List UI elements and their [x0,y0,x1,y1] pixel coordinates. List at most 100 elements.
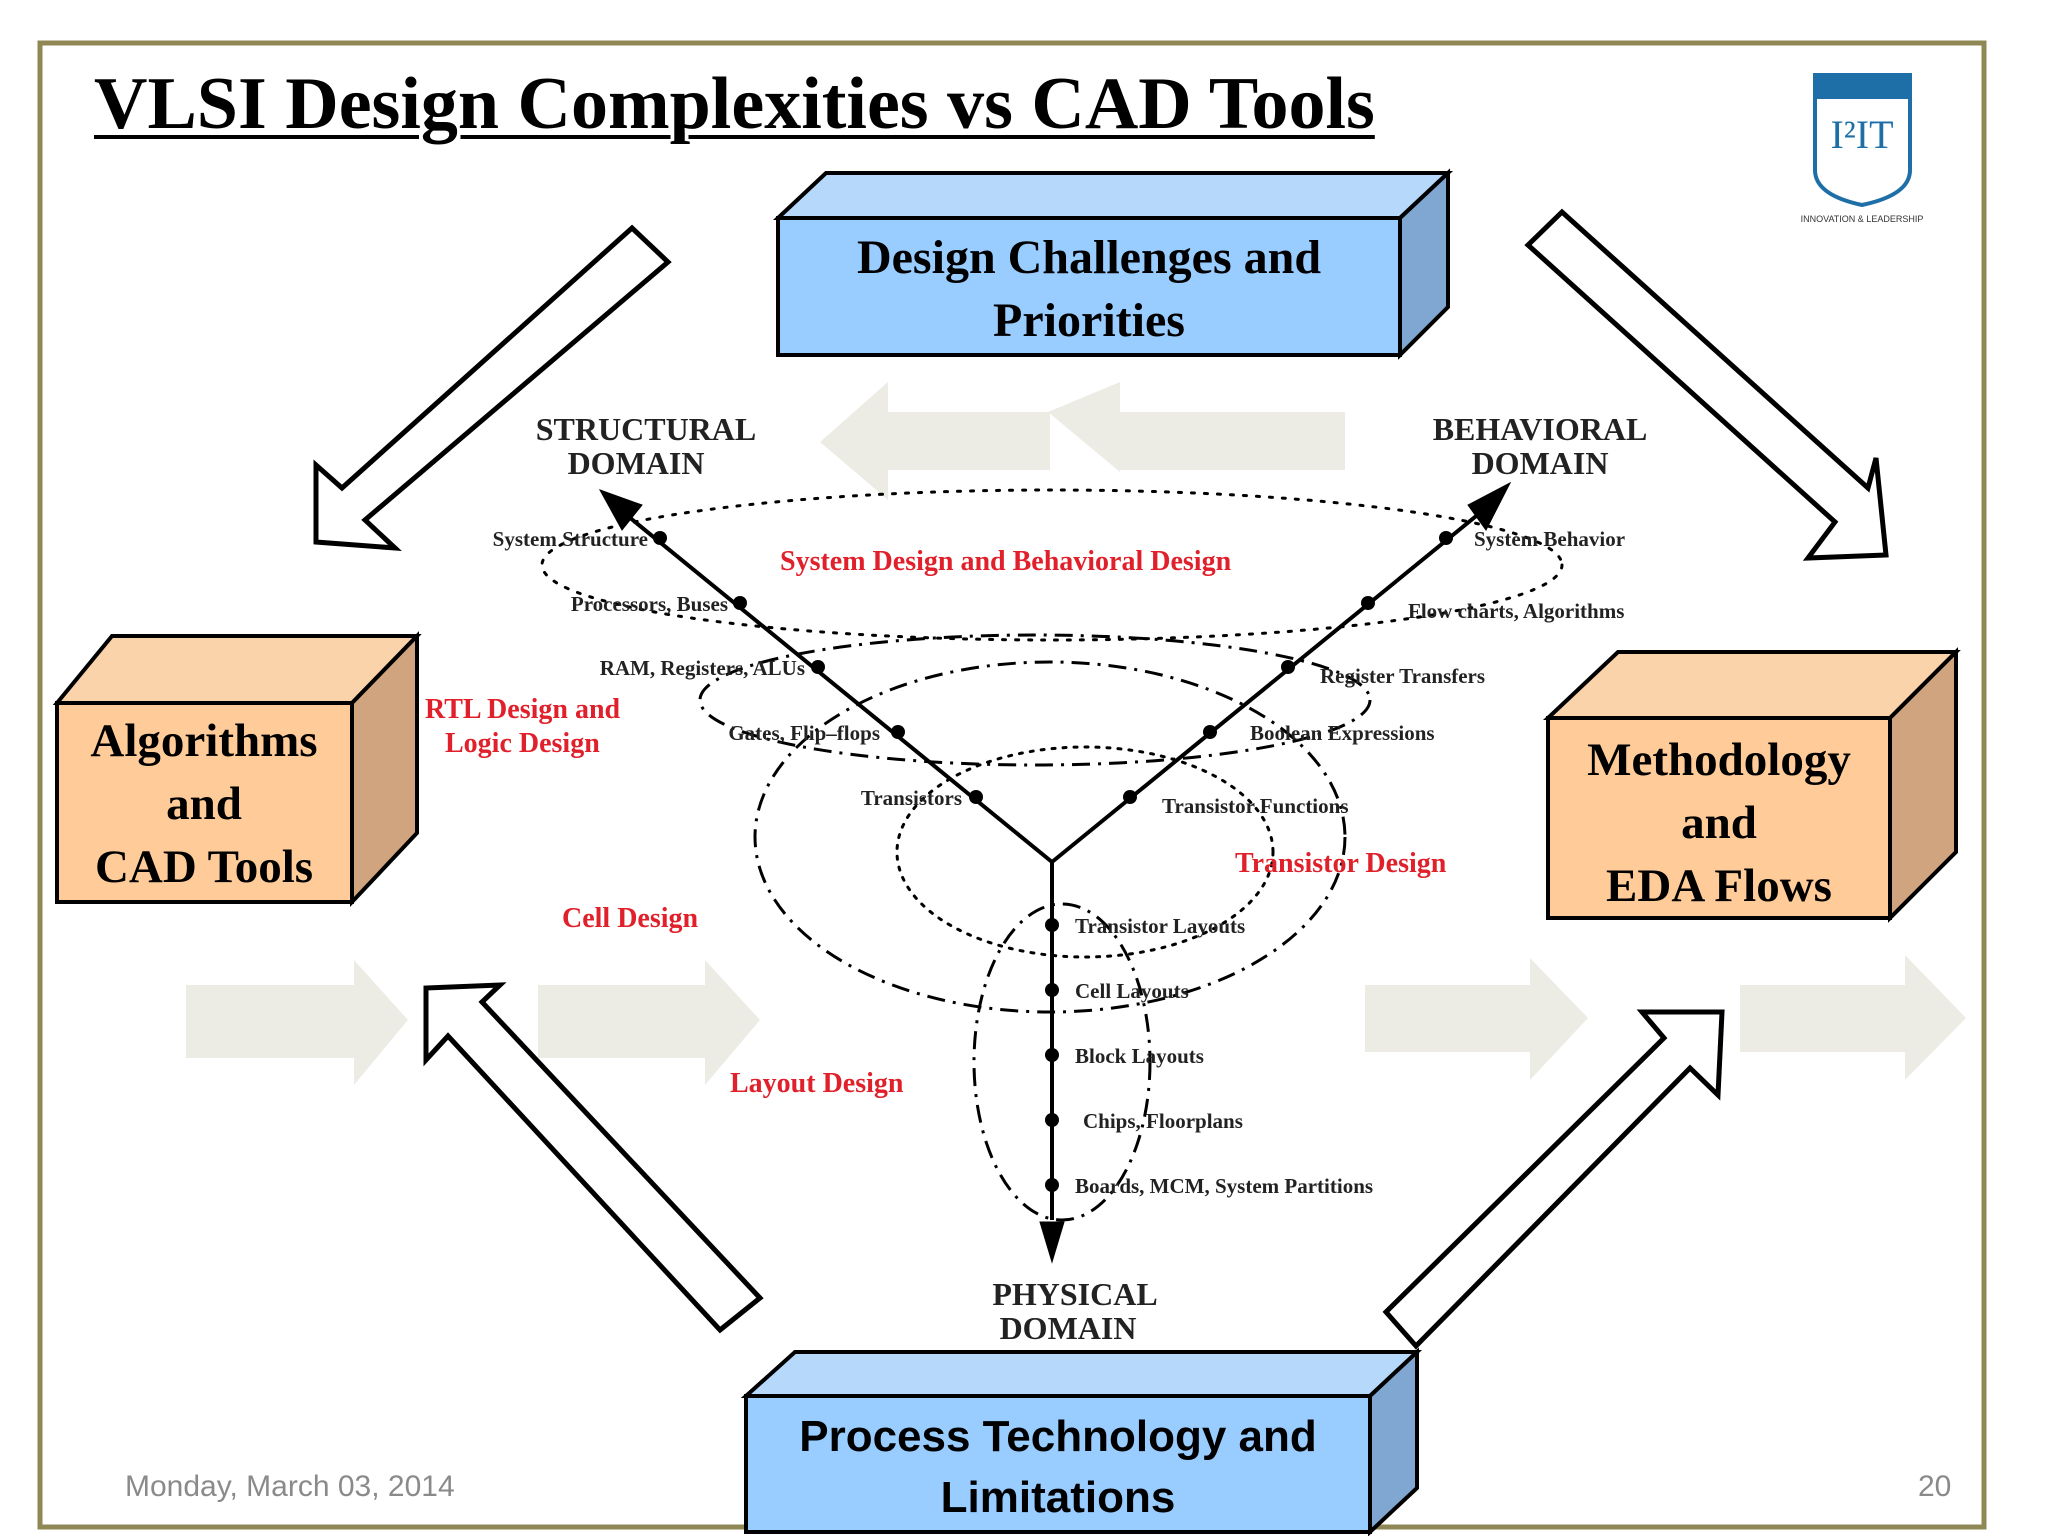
arrow-to-algorithms [313,224,672,552]
level-label: RAM, Registers, ALUs [600,656,805,680]
behavioral-level-labels: System Behavior Flow charts, Algorithms … [1162,527,1625,818]
hollow-arrows [313,208,1889,1350]
arrow-to-methodology [1524,208,1889,561]
design-challenges-line2: Priorities [993,294,1185,347]
transistor-design-ellipse [895,745,1275,959]
box-top-face [1542,650,1961,720]
methodology-line2: and [1681,797,1757,849]
logo-banner [1815,75,1910,99]
structural-domain-label-2: DOMAIN [568,445,705,481]
dot-block-layouts [1045,1048,1059,1062]
box-front-face [776,216,1402,357]
slide-date: Monday, March 03, 2014 [125,1470,455,1503]
behavioral-arrowhead [1467,481,1512,531]
dot-processors [733,596,747,610]
box-front-face [744,1394,1372,1534]
system-design-label: System Design and Behavioral Design [780,546,1232,577]
process-technology-line2: Limitations [941,1473,1176,1522]
faint-arrow-right-2 [538,960,760,1085]
physical-arrowhead [1039,1221,1065,1264]
level-label: Chips, Floorplans [1083,1109,1243,1133]
dot-register-transfers [1281,660,1295,674]
dot-transistor-functions [1123,790,1137,804]
cell-design-label: Cell Design [562,903,699,934]
behavioral-axis [1050,506,1488,864]
faint-arrow-left-1 [1048,382,1345,472]
dot-transistors [969,790,983,804]
faint-arrow-right-4 [1740,955,1966,1080]
dot-boards [1045,1178,1059,1192]
box-process-technology: Process Technology and Limitations [740,1347,1423,1536]
level-label: Flow charts, Algorithms [1408,599,1624,623]
level-label: System Behavior [1474,527,1625,551]
level-label: Gates, Flip–flops [728,721,880,745]
structural-level-labels: System Structure Processors, Buses RAM, … [493,527,962,810]
structural-domain-label-1: STRUCTURAL [536,411,756,447]
design-region-labels: System Design and Behavioral Design RTL … [425,546,1447,1099]
design-challenges-line1: Design Challenges and [857,231,1321,284]
dot-system-behavior [1439,531,1453,545]
level-label: Boards, MCM, System Partitions [1075,1174,1373,1198]
dot-cell-layouts [1045,983,1059,997]
dot-flow-charts [1361,596,1375,610]
behavioral-domain-label-2: DOMAIN [1472,445,1609,481]
faint-arrow-right-1 [186,960,408,1085]
dot-chips [1045,1113,1059,1127]
methodology-line1: Methodology [1587,734,1851,786]
dot-boolean [1203,725,1217,739]
box-methodology: Methodology and EDA Flows [1542,647,1961,923]
logo-text: I²IT [1830,112,1893,157]
dot-transistor-layouts [1045,918,1059,932]
algorithms-line1: Algorithms [90,715,317,767]
physical-level-labels: Transistor Layouts Cell Layouts Block La… [1075,914,1373,1198]
algorithms-line3: CAD Tools [95,841,313,893]
algorithms-line2: and [166,778,242,830]
faint-arrow-left-2 [820,382,1050,500]
logo-shield [1813,73,1912,208]
level-label: Transistors [861,786,962,810]
box-design-challenges: Design Challenges and Priorities [772,168,1454,360]
box-top-face [772,171,1454,220]
dot-system-structure [653,531,667,545]
transistor-design-label: Transistor Design [1235,848,1447,879]
layout-design-ellipse [972,902,1152,1222]
rtl-design-label-2: Logic Design [445,728,600,759]
i2it-logo: I²IT INNOVATION & LEADERSHIP [1801,73,1924,224]
dot-gates [891,725,905,739]
process-technology-line1: Process Technology and [799,1412,1317,1461]
dot-ram [811,660,825,674]
faint-arrow-right-3 [1365,958,1588,1080]
level-label: Boolean Expressions [1250,721,1435,745]
level-label: Transistor Functions [1162,794,1349,818]
level-dots [653,531,1453,1192]
box-algorithms: Algorithms and CAD Tools [52,631,422,908]
page-number: 20 [1918,1470,1952,1503]
faint-arrows [186,382,1966,1085]
level-label: Block Layouts [1075,1044,1204,1068]
level-label: System Structure [493,527,648,551]
rtl-design-label-1: RTL Design and [425,694,621,725]
logo-motto: INNOVATION & LEADERSHIP [1801,214,1924,224]
system-design-ellipse [540,488,1564,642]
level-label: Register Transfers [1320,664,1485,688]
arrow-from-process-left [423,982,764,1334]
box-front-face [1546,716,1892,920]
physical-domain-label-1: PHYSICAL [992,1276,1157,1312]
structural-arrowhead [598,489,643,531]
level-label: Processors, Buses [571,592,728,616]
layout-design-label: Layout Design [730,1068,904,1099]
physical-domain-label-2: DOMAIN [1000,1310,1137,1346]
behavioral-domain-label-1: BEHAVIORAL [1433,411,1648,447]
rtl-design-ellipse [698,633,1372,767]
methodology-line3: EDA Flows [1606,860,1832,912]
level-label: Transistor Layouts [1075,914,1245,938]
structural-axis [616,506,1054,864]
domain-labels: STRUCTURAL DOMAIN BEHAVIORAL DOMAIN PHYS… [536,411,1648,1346]
box-front-face [55,701,354,904]
arrow-from-process-right [1382,1009,1725,1350]
slide-title: VLSI Design Complexities vs CAD Tools [94,63,1375,145]
level-label: Cell Layouts [1075,979,1189,1003]
y-chart [540,481,1564,1264]
box-top-face [740,1350,1423,1398]
